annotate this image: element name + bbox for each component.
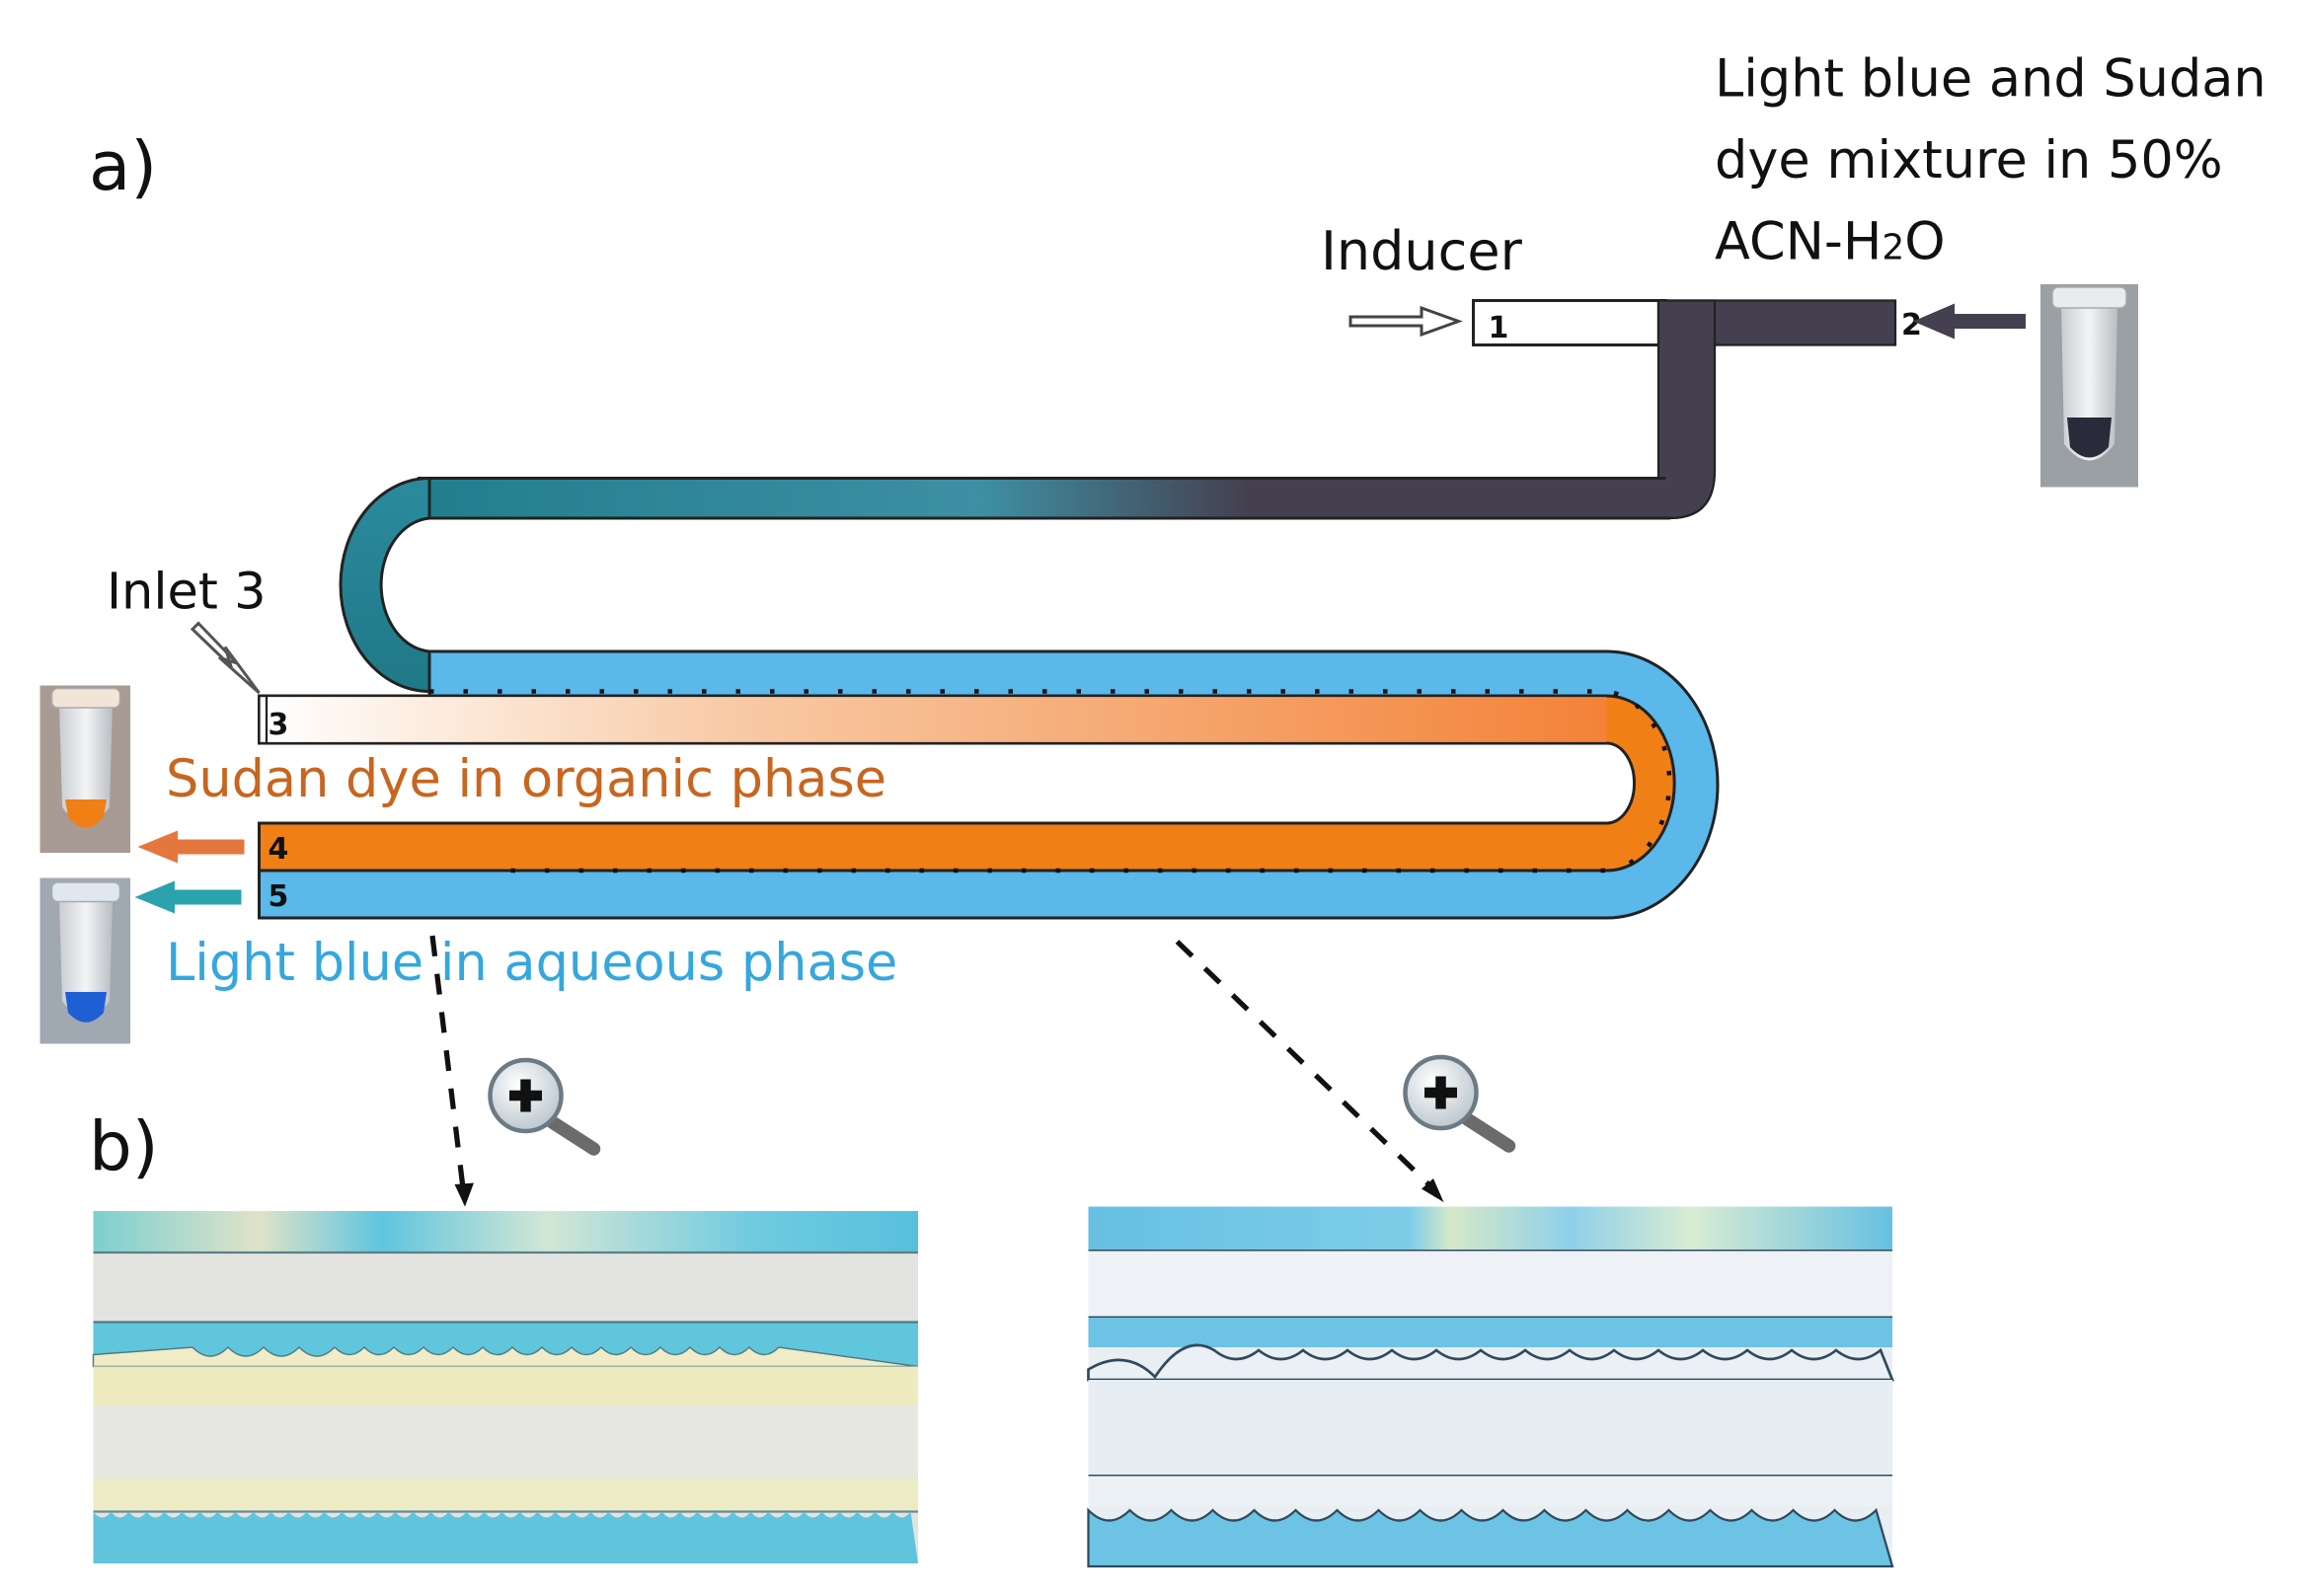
sample-tube-aqueous (39, 877, 130, 1044)
mixture-label-line3: ACN-H2O (1715, 212, 1946, 272)
organic-phase-label: Sudan dye in organic phase (166, 749, 886, 809)
port-3-number: 3 (269, 708, 289, 742)
magnifier-plus-icon (488, 1057, 601, 1156)
mixture-inlet-arrow (1913, 303, 2026, 340)
teal-u-bend (339, 476, 438, 693)
zoom-pointer-left (429, 935, 467, 1192)
port-1-number: 1 (1489, 311, 1509, 345)
mixture-label-line1: Light blue and Sudan (1715, 49, 2267, 110)
flow-arrows (134, 303, 2026, 1207)
mixture-label-line2: dye mixture in 50% (1715, 130, 2223, 190)
inlet-3-pointer-arrow (190, 621, 261, 695)
magnifier-plus-icon (1403, 1054, 1516, 1153)
zoom-pointer-right (1175, 940, 1435, 1191)
port-5-number: 5 (269, 879, 289, 914)
outlet-5-arrow (134, 880, 242, 914)
microfluidic-chip: 1 2 3 4 5 (258, 299, 1922, 920)
micrograph-organic-interface (1087, 1206, 1894, 1568)
inducer-label: Inducer (1321, 220, 1523, 282)
aqueous-phase-label: Light blue in aqueous phase (166, 933, 897, 993)
inlet-3-label: Inlet 3 (107, 564, 267, 622)
port-2-number: 2 (1901, 308, 1922, 342)
sample-tube-organic (39, 685, 130, 853)
outlet-4-arrow (137, 830, 245, 864)
panel-b-label: b) (89, 1107, 159, 1186)
inducer-inlet-arrow (1348, 305, 1463, 338)
port-4-number: 4 (269, 832, 289, 867)
inlet-1-channel (1472, 299, 1667, 346)
micrograph-aqueous-interface (92, 1211, 919, 1563)
inlet-3-channel (259, 696, 1607, 743)
upper-mixing-channel (418, 478, 1670, 518)
sample-tube-mixture (2040, 284, 2138, 488)
panel-a-label: a) (89, 127, 157, 206)
